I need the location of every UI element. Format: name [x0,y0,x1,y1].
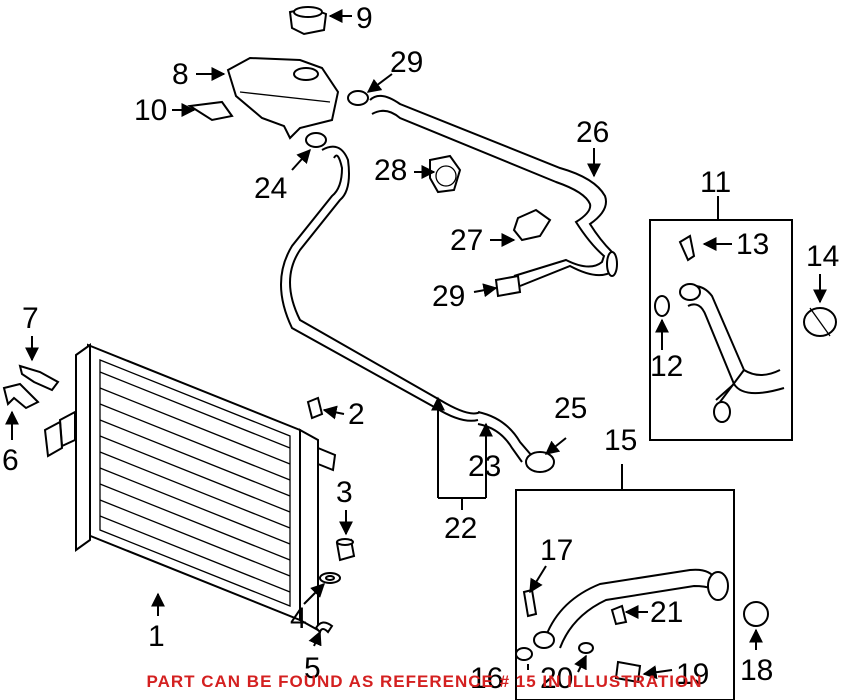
hose-clamps [305,90,555,473]
callout-8: 8 [172,58,189,91]
upper-hoses [280,94,618,463]
leader-lines [4,9,827,680]
callout-27: 27 [450,224,483,257]
expansion-tank [226,56,340,140]
callout-21: 21 [650,596,683,629]
callout-28: 28 [374,154,407,187]
callout-2: 2 [348,398,365,431]
callout-11: 11 [700,166,731,199]
callout-25: 25 [554,392,587,425]
callout-numbers: 1 2 3 4 5 6 7 8 9 10 11 12 13 14 15 16 1… [2,2,839,695]
drain-plug-part2 [306,396,324,420]
callout-3: 3 [336,476,353,509]
callout-10: 10 [134,94,167,127]
callout-14: 14 [806,240,839,273]
callout-5: 5 [304,652,321,685]
tank-cap [288,6,328,36]
radiator [43,343,337,632]
callout-7: 7 [22,302,39,335]
callout-15: 15 [604,424,637,457]
callout-13: 13 [736,228,769,261]
callout-18: 18 [740,654,773,687]
bracket-part7 [18,364,60,392]
callout-6: 6 [2,444,19,477]
callout-9: 9 [356,2,373,35]
callout-17: 17 [540,534,573,567]
callout-19: 19 [676,658,709,691]
callout-16: 16 [470,662,503,695]
clamp-part14 [803,307,837,337]
hose-box-11 [649,219,793,441]
callout-24: 24 [254,172,287,205]
bracket-part6 [2,382,40,410]
tank-bracket [187,100,234,122]
hose-box-15 [515,489,735,700]
callout-26: 26 [576,116,609,149]
washer-part4 [319,572,341,584]
callout-20: 20 [540,662,573,695]
callout-23: 23 [468,450,501,483]
callout-12: 12 [650,350,683,383]
clip-part5 [314,621,334,634]
callout-29-bottom: 29 [432,280,465,313]
callout-1: 1 [148,620,165,653]
mount-part3 [335,538,356,562]
clamp-part18 [743,601,769,627]
callout-29-top: 29 [390,46,423,79]
callout-22: 22 [444,512,477,545]
callout-4: 4 [290,602,307,635]
reference-footer-note: PART CAN BE FOUND AS REFERENCE # 15 IN I… [146,672,703,691]
